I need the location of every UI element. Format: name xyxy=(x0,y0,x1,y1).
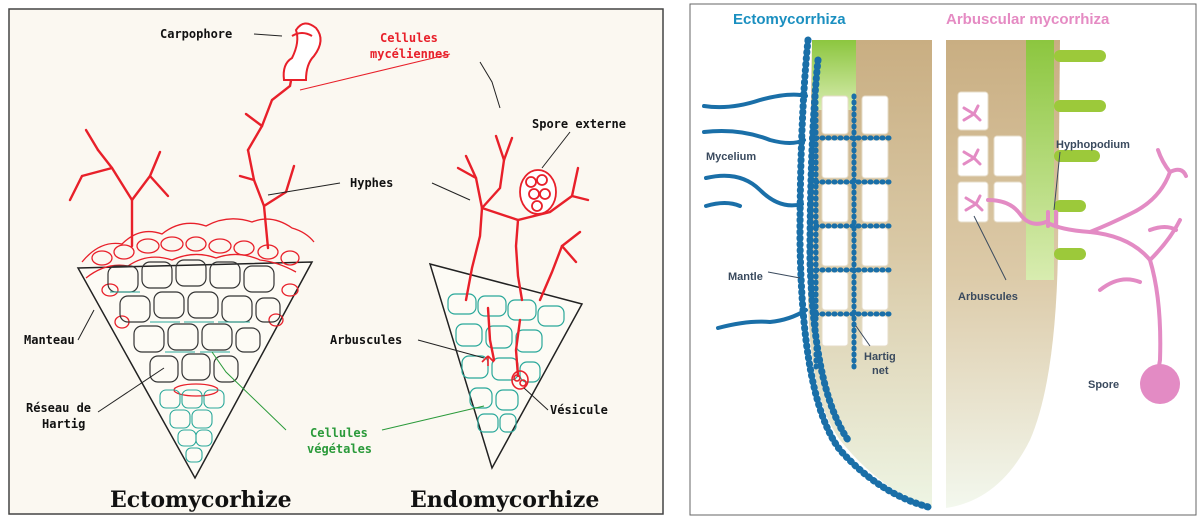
left-panel: Carpophore Cellules mycéliennes Spore ex… xyxy=(9,9,663,514)
am-spore xyxy=(1140,364,1180,404)
right-panel: Ectomycorrhiza Arbuscular mycorrhiza xyxy=(690,4,1196,515)
label-cellules-myceliennes-1: Cellules xyxy=(380,31,438,45)
label-reseau-1: Réseau de xyxy=(26,401,91,415)
label-carpophore: Carpophore xyxy=(160,27,232,41)
label-cellules-vegetales-2: végétales xyxy=(307,442,372,456)
title-endomycorhize: Endomycorhize xyxy=(410,487,599,513)
label-hartig-1: Hartig xyxy=(864,351,896,363)
label-arbuscules-right: Arbuscules xyxy=(958,291,1018,303)
endo-spore xyxy=(520,170,556,214)
label-mycelium: Mycelium xyxy=(706,151,756,163)
heading-ectomycorrhiza: Ectomycorrhiza xyxy=(733,11,846,28)
label-hyphopodium: Hyphopodium xyxy=(1056,139,1130,151)
label-vesicule: Vésicule xyxy=(550,403,608,417)
label-spore-externe: Spore externe xyxy=(532,117,626,131)
label-hyphes: Hyphes xyxy=(350,176,393,190)
label-manteau: Manteau xyxy=(24,333,75,347)
label-spore: Spore xyxy=(1088,379,1119,391)
title-ectomycorhize: Ectomycorhize xyxy=(110,487,292,513)
right-panel-frame xyxy=(690,4,1196,515)
heading-arbuscular-mycorrhiza: Arbuscular mycorrhiza xyxy=(946,11,1110,28)
label-arbuscules-left: Arbuscules xyxy=(330,333,402,347)
label-reseau-2: Hartig xyxy=(42,417,85,431)
am-stele xyxy=(1026,40,1054,280)
label-hartig-2: net xyxy=(872,365,889,377)
label-mantle: Mantle xyxy=(728,271,763,283)
label-cellules-myceliennes-2: mycéliennes xyxy=(370,47,449,61)
label-cellules-vegetales-1: Cellules xyxy=(310,426,368,440)
